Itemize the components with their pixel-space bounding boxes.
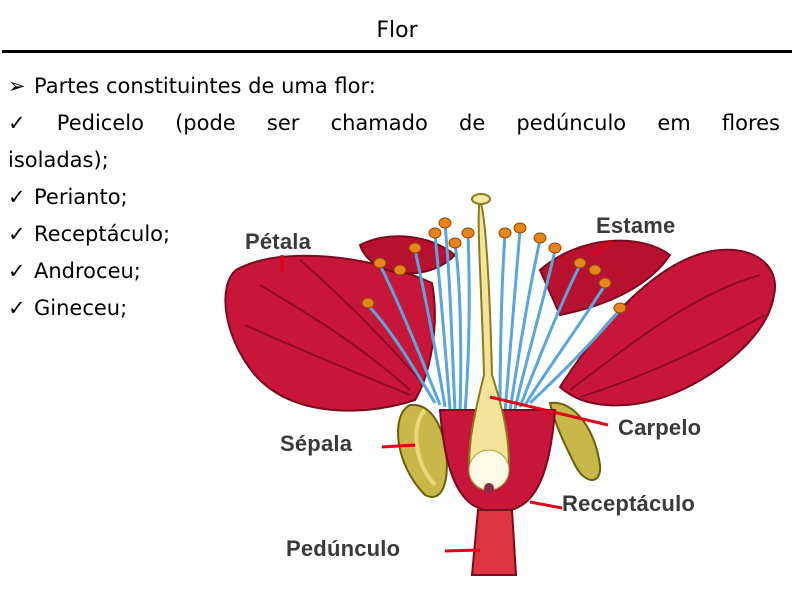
left-sepal-inner: [414, 408, 437, 487]
bullet-item-androceu: ✓ Androceu;: [8, 253, 780, 290]
bullet-text: Gineceu;: [34, 296, 128, 320]
ovule: [484, 483, 494, 493]
flower-illustration: [224, 193, 777, 576]
bullet-list: ➢ Partes constituintes de uma flor: ✓ Ped…: [8, 68, 780, 327]
label-petala: Pétala: [245, 229, 312, 254]
bullet-word: chamado: [330, 111, 428, 135]
label-carpelo: Carpelo: [618, 415, 702, 440]
bullet-word: ser: [266, 111, 300, 135]
left-sepal: [397, 403, 448, 498]
bullet-item-pedicelo: ✓ Pedicelo (pode ser chamado de pedúncul…: [8, 105, 780, 142]
bullet-text: Androceu;: [34, 259, 141, 283]
bullet-word: flores: [721, 111, 780, 135]
left-petal-vein: [299, 259, 421, 381]
bullet-word: em: [657, 111, 691, 135]
check-icon: ✓: [8, 296, 26, 320]
bullet-item-perianto: ✓ Perianto;: [8, 179, 780, 216]
intro-text: Partes constituintes de uma flor:: [34, 74, 376, 98]
bullet-item-pedicelo-cont: isoladas);: [8, 148, 109, 172]
bullet-item-gineceu: ✓ Gineceu;: [8, 290, 780, 327]
bullet-text: Receptáculo;: [34, 222, 171, 246]
stamen-filaments: [366, 224, 622, 414]
bullet-word: Pedicelo: [56, 111, 144, 135]
bullet-item-receptaculo: ✓ Receptáculo;: [8, 216, 780, 253]
bullet-text: Perianto;: [34, 185, 128, 209]
bullet-word: pedúnculo: [516, 111, 627, 135]
check-icon: ✓: [8, 111, 26, 135]
right-petal-vein: [579, 314, 766, 398]
check-icon: ✓: [8, 185, 26, 209]
title-divider: [2, 50, 792, 53]
left-petal-vein: [244, 324, 411, 396]
pistil: [468, 196, 510, 491]
flower-diagram: Pétala Estame Carpelo Sépala Receptáculo…: [200, 175, 794, 595]
bullet-word: de: [458, 111, 486, 135]
stamen-anthers: [361, 217, 627, 314]
check-icon: ✓: [8, 222, 26, 246]
intro-line: ➢ Partes constituintes de uma flor:: [8, 68, 780, 105]
peduncle: [470, 509, 518, 576]
arrow-bullet-icon: ➢: [8, 74, 26, 98]
left-petal: [224, 254, 436, 412]
right-petal-vein: [569, 274, 761, 391]
label-pedunculo: Pedúnculo: [286, 536, 401, 561]
label-estame: Estame: [596, 213, 676, 238]
label-sepala: Sépala: [280, 431, 353, 456]
label-receptaculo: Receptáculo: [562, 491, 696, 516]
left-petal-vein: [259, 284, 411, 391]
right-sepal: [548, 401, 602, 481]
bullet-word: (pode: [175, 111, 236, 135]
stigma: [471, 193, 491, 205]
check-icon: ✓: [8, 259, 26, 283]
label-leader-lines: [280, 239, 613, 553]
slide-title: Flor: [376, 18, 418, 43]
